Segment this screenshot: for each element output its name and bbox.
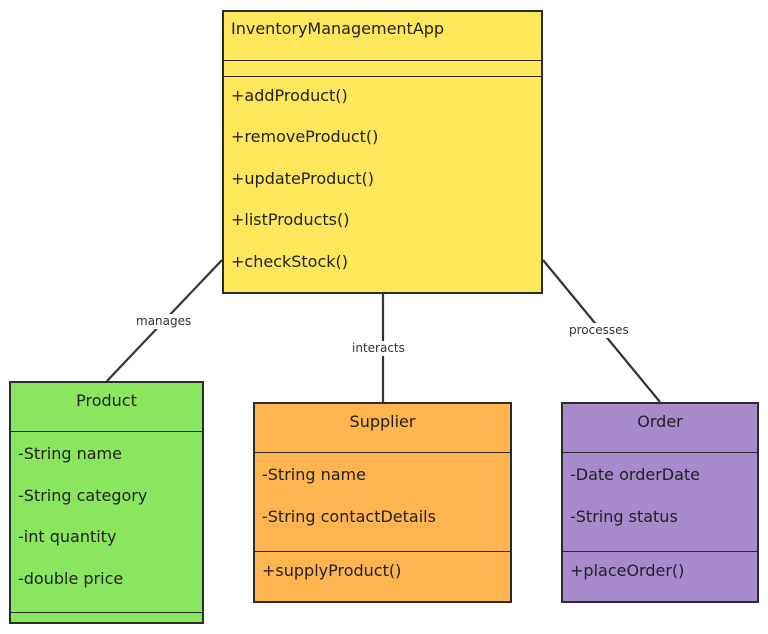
method-remove-product: +removeProduct() (231, 127, 379, 146)
class-box-supplier[interactable]: Supplier -String name -String contactDet… (253, 402, 512, 603)
class-divider (224, 76, 541, 77)
attribute-status: -String status (570, 507, 678, 526)
class-name: Supplier (349, 412, 416, 431)
class-name: InventoryManagementApp (231, 19, 445, 38)
attribute-price: -double price (18, 569, 124, 588)
method-check-stock: +checkStock() (231, 252, 349, 271)
attribute-category: -String category (18, 486, 148, 505)
relation-label-processes: processes (568, 323, 630, 338)
class-box-inventory-management-app[interactable]: InventoryManagementApp +addProduct() +re… (222, 10, 543, 294)
attribute-name: -String name (18, 444, 122, 463)
attribute-order-date: -Date orderDate (570, 465, 701, 484)
class-divider (11, 612, 202, 613)
method-add-product: +addProduct() (231, 86, 348, 105)
class-box-order[interactable]: Order -Date orderDate -String status +pl… (561, 402, 759, 603)
method-supply-product: +supplyProduct() (262, 561, 402, 580)
class-divider (224, 60, 541, 61)
attribute-quantity: -int quantity (18, 527, 117, 546)
method-list-products: +listProducts() (231, 210, 350, 229)
attribute-contact-details: -String contactDetails (262, 507, 436, 526)
method-place-order: +placeOrder() (570, 561, 685, 580)
relation-label-interacts: interacts (351, 341, 406, 356)
attribute-name: -String name (262, 465, 366, 484)
class-divider (563, 551, 757, 552)
class-divider (563, 452, 757, 453)
class-divider (255, 452, 510, 453)
class-name: Product (76, 391, 137, 410)
class-divider (11, 431, 202, 432)
method-update-product: +updateProduct() (231, 169, 375, 188)
class-divider (255, 551, 510, 552)
relation-label-manages: manages (135, 314, 193, 329)
class-box-product[interactable]: Product -String name -String category -i… (9, 381, 204, 624)
class-name: Order (637, 412, 683, 431)
